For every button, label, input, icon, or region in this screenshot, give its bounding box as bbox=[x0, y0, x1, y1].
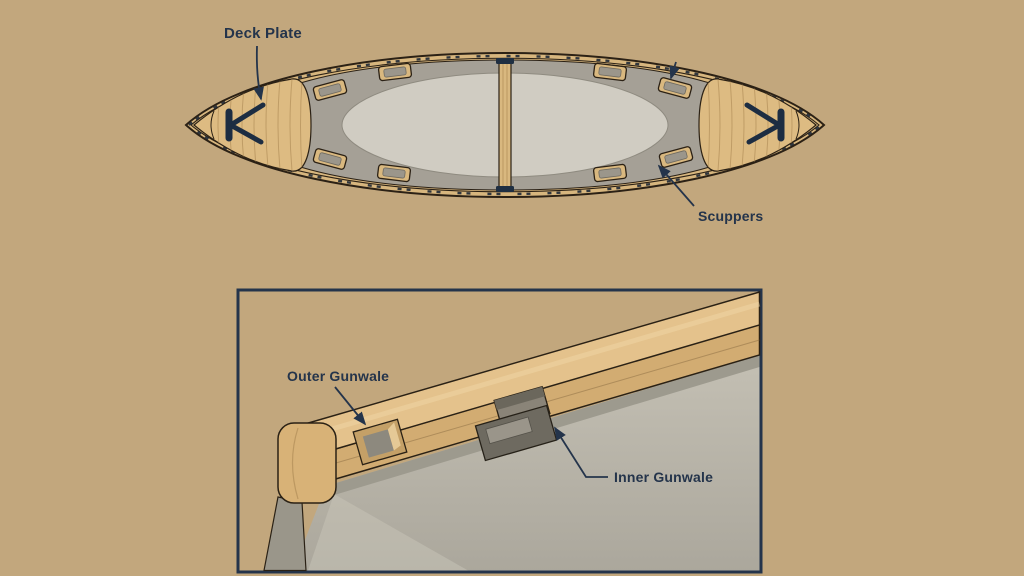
deck-plate-leader-arrow bbox=[253, 45, 264, 101]
rim-dash-marks bbox=[188, 54, 823, 196]
scuppers-leader-arrow bbox=[657, 164, 695, 207]
gunwale-detail-inset: Outer Gunwale Inner Gunwale bbox=[236, 288, 763, 574]
inset-annotations: Outer Gunwale Inner Gunwale bbox=[287, 368, 713, 485]
deck-plate-label: Deck Plate bbox=[224, 25, 302, 42]
outer-gunwale-notch bbox=[352, 418, 408, 466]
top-view-annotations: Deck Plate Scuppers bbox=[224, 25, 763, 224]
inset-hull-side bbox=[293, 355, 760, 571]
outer-gunwale-label: Outer Gunwale bbox=[287, 368, 389, 384]
outer-gunwale-leader-arrow bbox=[334, 386, 367, 426]
stern-deck-plate-fitting bbox=[744, 102, 785, 145]
canoe-top-view: Deck Plate Scuppers bbox=[184, 25, 826, 224]
scuppers-label: Scuppers bbox=[698, 208, 763, 224]
bow-deck bbox=[193, 78, 312, 172]
scuppers-top-pointer-arrow bbox=[669, 61, 680, 80]
center-thwart bbox=[496, 58, 514, 192]
inner-gunwale-leader-arrow bbox=[554, 426, 608, 478]
inner-gunwale-label: Inner Gunwale bbox=[614, 469, 713, 485]
bow-tip-seam bbox=[210, 110, 215, 140]
canoe-rim-line bbox=[190, 57, 820, 193]
stern-deck bbox=[698, 78, 817, 172]
inner-gunwale-bracket bbox=[474, 404, 558, 462]
bow-deck-plate-fitting bbox=[225, 102, 266, 145]
inset-hull-light-wedge bbox=[308, 494, 468, 571]
